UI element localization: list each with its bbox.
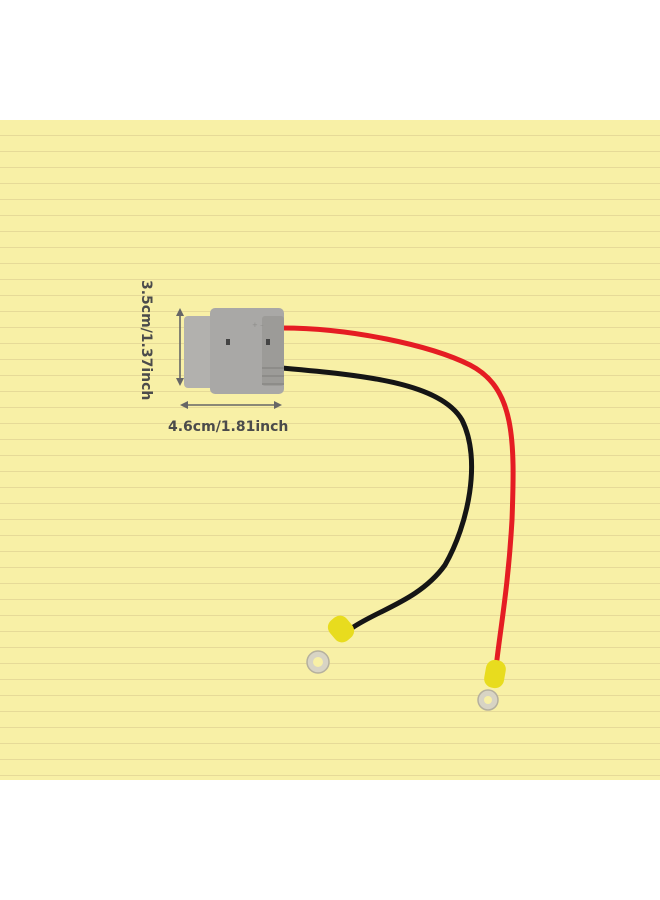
red-wire-ring-terminal: [477, 659, 506, 711]
black-wire-ring-terminal: [306, 615, 355, 674]
svg-text:+ –: + –: [252, 321, 264, 329]
connector-housing: + –: [184, 308, 284, 394]
product-photo: 3.5cm/1.37inch 4.6cm/1.81inch + –: [0, 120, 660, 780]
cable-illustration: 3.5cm/1.37inch 4.6cm/1.81inch + –: [138, 280, 516, 711]
width-dimension-arrow: [180, 401, 282, 409]
height-dimension-label: 3.5cm/1.37inch: [138, 280, 154, 400]
black-wire: [279, 365, 475, 631]
width-dimension-label: 4.6cm/1.81inch: [168, 419, 288, 435]
red-wire: [279, 325, 516, 671]
height-dimension-arrow: [176, 308, 184, 386]
